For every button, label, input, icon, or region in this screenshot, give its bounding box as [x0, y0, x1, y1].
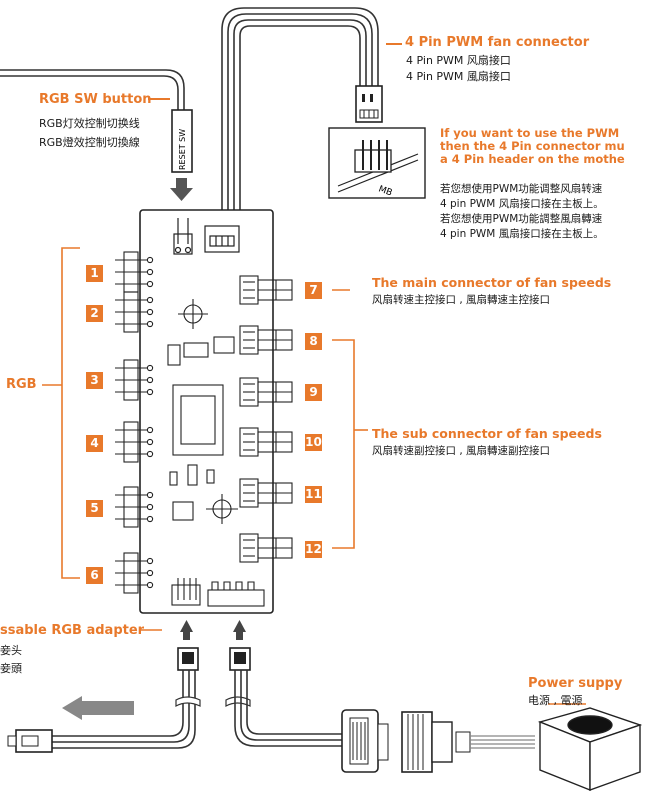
power-plug	[229, 647, 251, 671]
power-title: Power suppy	[528, 676, 623, 691]
rgb-port-badge: 3	[86, 372, 103, 389]
rgb-header	[115, 486, 154, 528]
rgb-side-label: RGB	[6, 377, 37, 392]
sata-power-socket	[401, 711, 471, 773]
reset-sw-label: RESET SW	[178, 129, 187, 170]
rgb-headers	[115, 251, 154, 594]
power-cable	[234, 670, 342, 747]
fan-port-badge: 12	[305, 541, 322, 558]
fan-port-badge: 11	[305, 486, 322, 503]
board-components	[167, 299, 238, 524]
if-tc-1: 若您想使用PWM功能調整風扇轉速	[440, 213, 603, 225]
fan-header	[239, 427, 293, 457]
adapter-cable	[52, 670, 196, 749]
fan-port-badge: 8	[305, 333, 322, 350]
mb-label: MB	[377, 184, 394, 198]
if-title-1: If you want to use the PWM	[440, 126, 620, 140]
fan-port-badge: 10	[305, 434, 322, 451]
pwm-cable	[221, 7, 379, 212]
fan-header	[239, 325, 293, 355]
power-sub: 电源 , 電源	[528, 694, 583, 707]
psu-cable	[470, 735, 535, 749]
cable-break	[175, 696, 251, 708]
rgb-sw-title: RGB SW button	[39, 92, 152, 107]
rgb-sw-sc: RGB灯效控制切换线	[39, 117, 140, 130]
power-supply-icon	[537, 707, 643, 792]
rgb-header	[115, 359, 154, 401]
pwm-tc: 4 Pin PWM 風扇接口	[406, 70, 511, 83]
main-connector-title: The main connector of fan speeds	[372, 275, 612, 290]
rgb-sw-tc: RGB燈效控制切換線	[39, 136, 140, 149]
fan-header	[239, 377, 293, 407]
rgb-header	[115, 291, 154, 333]
up-arrow-icon	[180, 620, 193, 640]
sub-connector-sub: 风扇转速副控接口 , 風扇轉速副控接口	[372, 445, 551, 457]
rgb-port-badge: 4	[86, 435, 103, 452]
fan-header	[239, 478, 293, 508]
adapter-title: ssable RGB adapter	[0, 623, 145, 638]
fan-headers	[239, 275, 293, 563]
up-arrow-icon	[233, 620, 246, 640]
if-tc-2: 4 pin PWM 風扇接口接在主板上。	[440, 228, 604, 240]
if-sc-1: 若您想使用PWM功能调整风扇转速	[440, 183, 603, 195]
reset-sw-connector: RESET SW	[171, 109, 193, 173]
board-pwm-header	[204, 225, 240, 253]
rgb-header	[115, 552, 154, 594]
if-sc-2: 4 pin PWM 风扇接口接在主板上。	[440, 198, 604, 210]
adapter-tc: 妾頭	[0, 662, 22, 675]
board-sw-header	[173, 218, 193, 255]
pwm-sc: 4 Pin PWM 风扇接口	[406, 54, 511, 67]
orange-brackets	[42, 247, 586, 705]
rgb-port-badge: 5	[86, 500, 103, 517]
rgb-port-badge: 6	[86, 567, 103, 584]
sata-power-connector	[341, 709, 389, 773]
pwm-connector	[355, 85, 383, 123]
adapter-sc: 妾头	[0, 644, 22, 657]
rgb-sw-cable	[0, 69, 185, 112]
adapter-plug	[177, 647, 199, 671]
if-title-3: a 4 Pin header on the mothe	[440, 152, 625, 166]
rgb-header	[115, 421, 154, 463]
board-bottom-headers	[171, 578, 265, 607]
pwm-title: 4 Pin PWM fan connector	[405, 35, 590, 50]
down-arrow-icon	[170, 178, 193, 201]
left-arrow-icon	[62, 696, 134, 720]
hub-board	[139, 209, 274, 614]
rgb-port-badge: 1	[86, 265, 103, 282]
main-connector-sub: 风扇转速主控接口 , 風扇轉速主控接口	[372, 294, 551, 306]
if-title-2: then the 4 Pin connector mu	[440, 139, 625, 153]
rgb-port-badge: 2	[86, 305, 103, 322]
sub-connector-title: The sub connector of fan speeds	[372, 426, 602, 441]
addressable-rgb-plug	[7, 729, 53, 753]
fan-header	[239, 533, 293, 563]
fan-port-badge: 9	[305, 384, 322, 401]
fan-port-badge: 7	[305, 282, 322, 299]
mb-header-inset: MB	[328, 127, 426, 199]
fan-header	[239, 275, 293, 305]
